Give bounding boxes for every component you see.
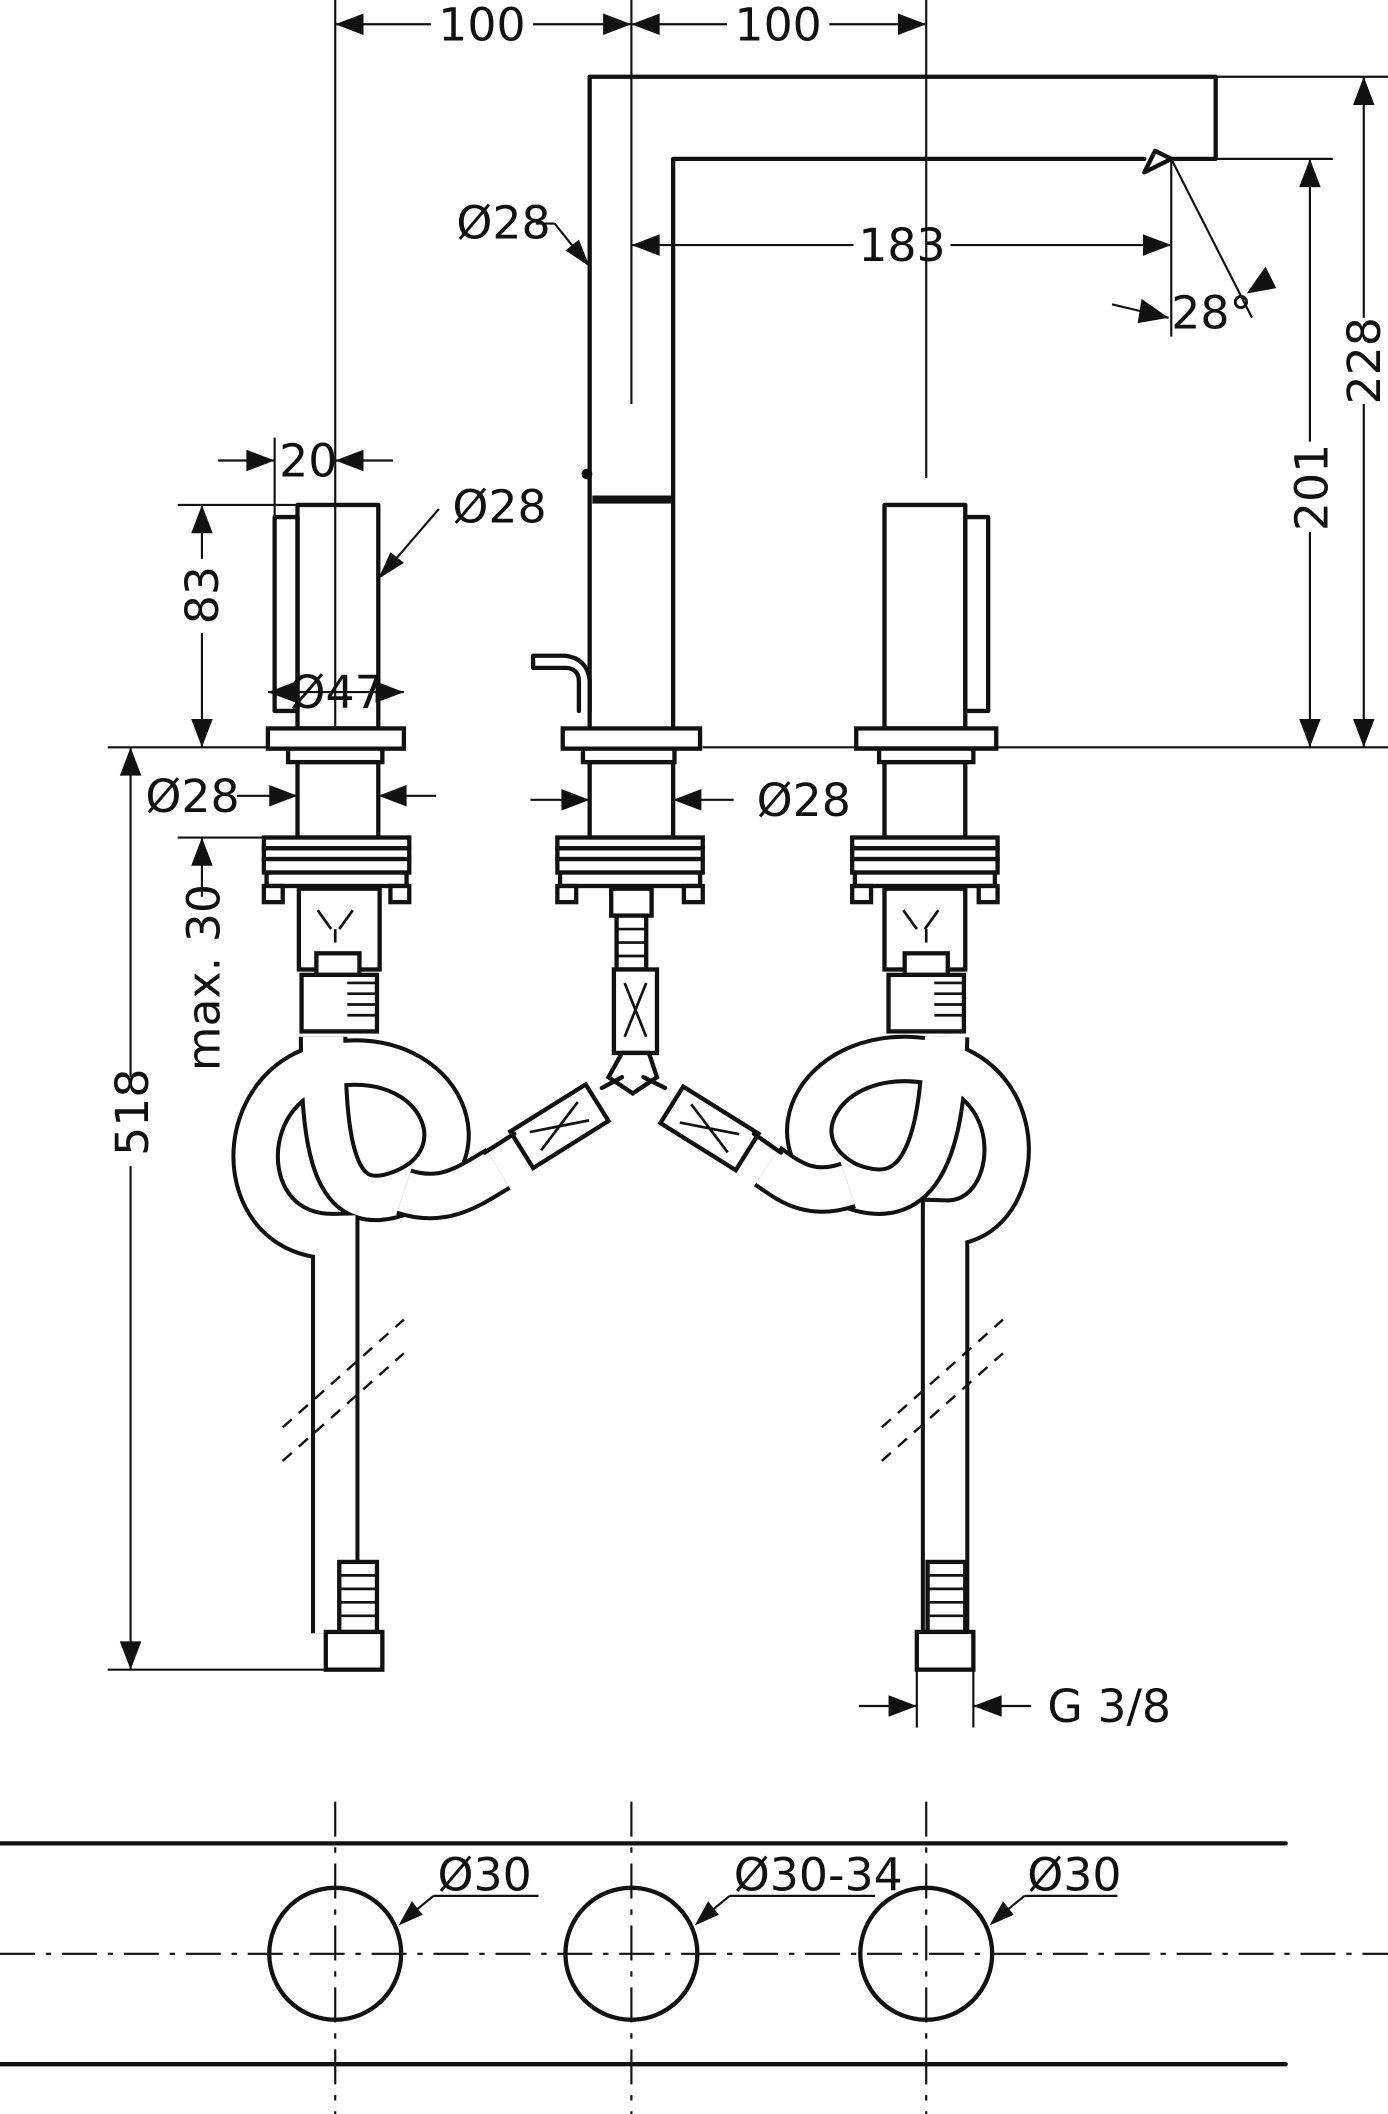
dim-handle-offset: 20: [279, 435, 337, 488]
dim-center-shank-diameter: Ø28: [757, 774, 851, 827]
dim-connection-thread: G 3/8: [1047, 1680, 1171, 1733]
spout: [530, 74, 1218, 840]
dim-top-left-spacing: 100: [438, 0, 525, 51]
dim-spout-diameter: Ø28: [456, 196, 550, 249]
dim-spout-angle: 28°: [1171, 287, 1252, 340]
dim-outlet-height: 201: [1285, 444, 1338, 531]
right-handle: [854, 502, 999, 840]
left-handle: [265, 502, 407, 840]
dim-handle-diameter: Ø28: [452, 480, 546, 533]
dim-hole-center: Ø30-34: [734, 1848, 903, 1901]
hole-pattern: [0, 1841, 1288, 2067]
hole-left: [267, 1885, 404, 2022]
hole-center: [563, 1885, 700, 2022]
dim-top-right-spacing: 100: [734, 0, 821, 51]
dim-handle-height: 83: [176, 566, 229, 624]
hoses: [231, 967, 1031, 1672]
mounting-hardware: [261, 835, 1000, 1034]
dim-hole-left: Ø30: [438, 1848, 532, 1901]
dimension-labels: 100 100 Ø28 183 28° 228 201 20 Ø28 83 Ø4…: [106, 0, 1388, 1901]
dimension-lines: [107, 13, 1388, 1728]
hole-right: [858, 1885, 995, 2022]
dim-max-deck-thickness: max. 30: [177, 884, 230, 1071]
dim-hose-length: 518: [106, 1069, 159, 1156]
dim-total-height: 228: [1338, 317, 1388, 404]
dim-hole-right: Ø30: [1027, 1848, 1121, 1901]
dim-left-shank-diameter: Ø28: [145, 770, 239, 823]
dim-spout-reach: 183: [858, 219, 945, 272]
dim-rosette-diameter: Ø47: [289, 666, 383, 719]
